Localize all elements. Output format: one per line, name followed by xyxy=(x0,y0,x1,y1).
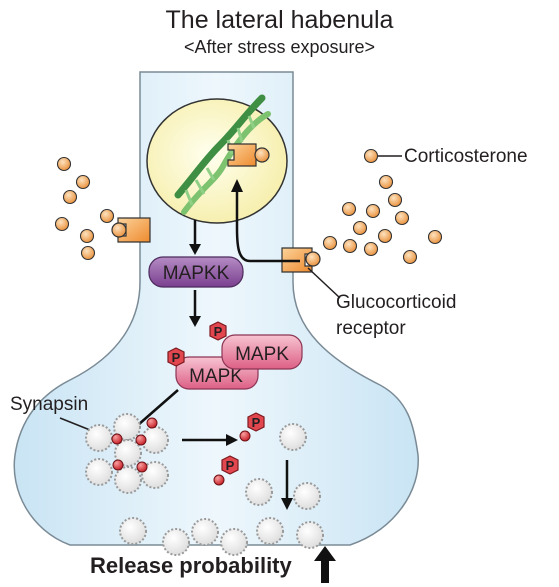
synapsin-molecules xyxy=(111,417,251,486)
receptor-leader-line xyxy=(307,267,341,299)
increase-arrow-icon xyxy=(314,546,336,583)
page-subtitle: <After stress exposure> xyxy=(183,37,376,57)
mapkk-protein: MAPKK xyxy=(148,256,244,288)
mapkk-label: MAPKK xyxy=(163,263,230,284)
phospho-tag-1: P xyxy=(209,321,227,341)
arrow-heads xyxy=(124,179,293,510)
phospho-tag-4: P xyxy=(221,455,239,475)
pathway-arrows xyxy=(129,190,300,498)
mapk-back-label: MAPK xyxy=(189,366,243,387)
membrane-receptor-left xyxy=(111,217,151,243)
dna-helix-icon xyxy=(174,94,271,215)
phospho-tag-3: P xyxy=(247,412,265,432)
release-probability-label: Release probability xyxy=(90,553,292,578)
phospho-tag-2: P xyxy=(167,347,185,367)
receptor-label: receptor xyxy=(336,318,406,339)
glucocorticoid-label: Glucocorticoid xyxy=(336,292,457,313)
svg-text:P: P xyxy=(214,324,223,339)
svg-text:P: P xyxy=(252,415,261,430)
synaptic-vesicles xyxy=(85,413,324,556)
corticosterone-molecules xyxy=(54,148,443,265)
corticosterone-label: Corticosterone xyxy=(404,146,528,167)
nuclear-receptor xyxy=(227,143,270,167)
mapk-label: MAPK xyxy=(235,344,289,365)
mapk-protein-front: MAPK xyxy=(221,334,303,370)
synapsin-label: Synapsin xyxy=(10,394,89,415)
svg-text:P: P xyxy=(226,458,235,473)
svg-text:P: P xyxy=(172,350,181,365)
page-title: The lateral habenula xyxy=(165,6,394,34)
